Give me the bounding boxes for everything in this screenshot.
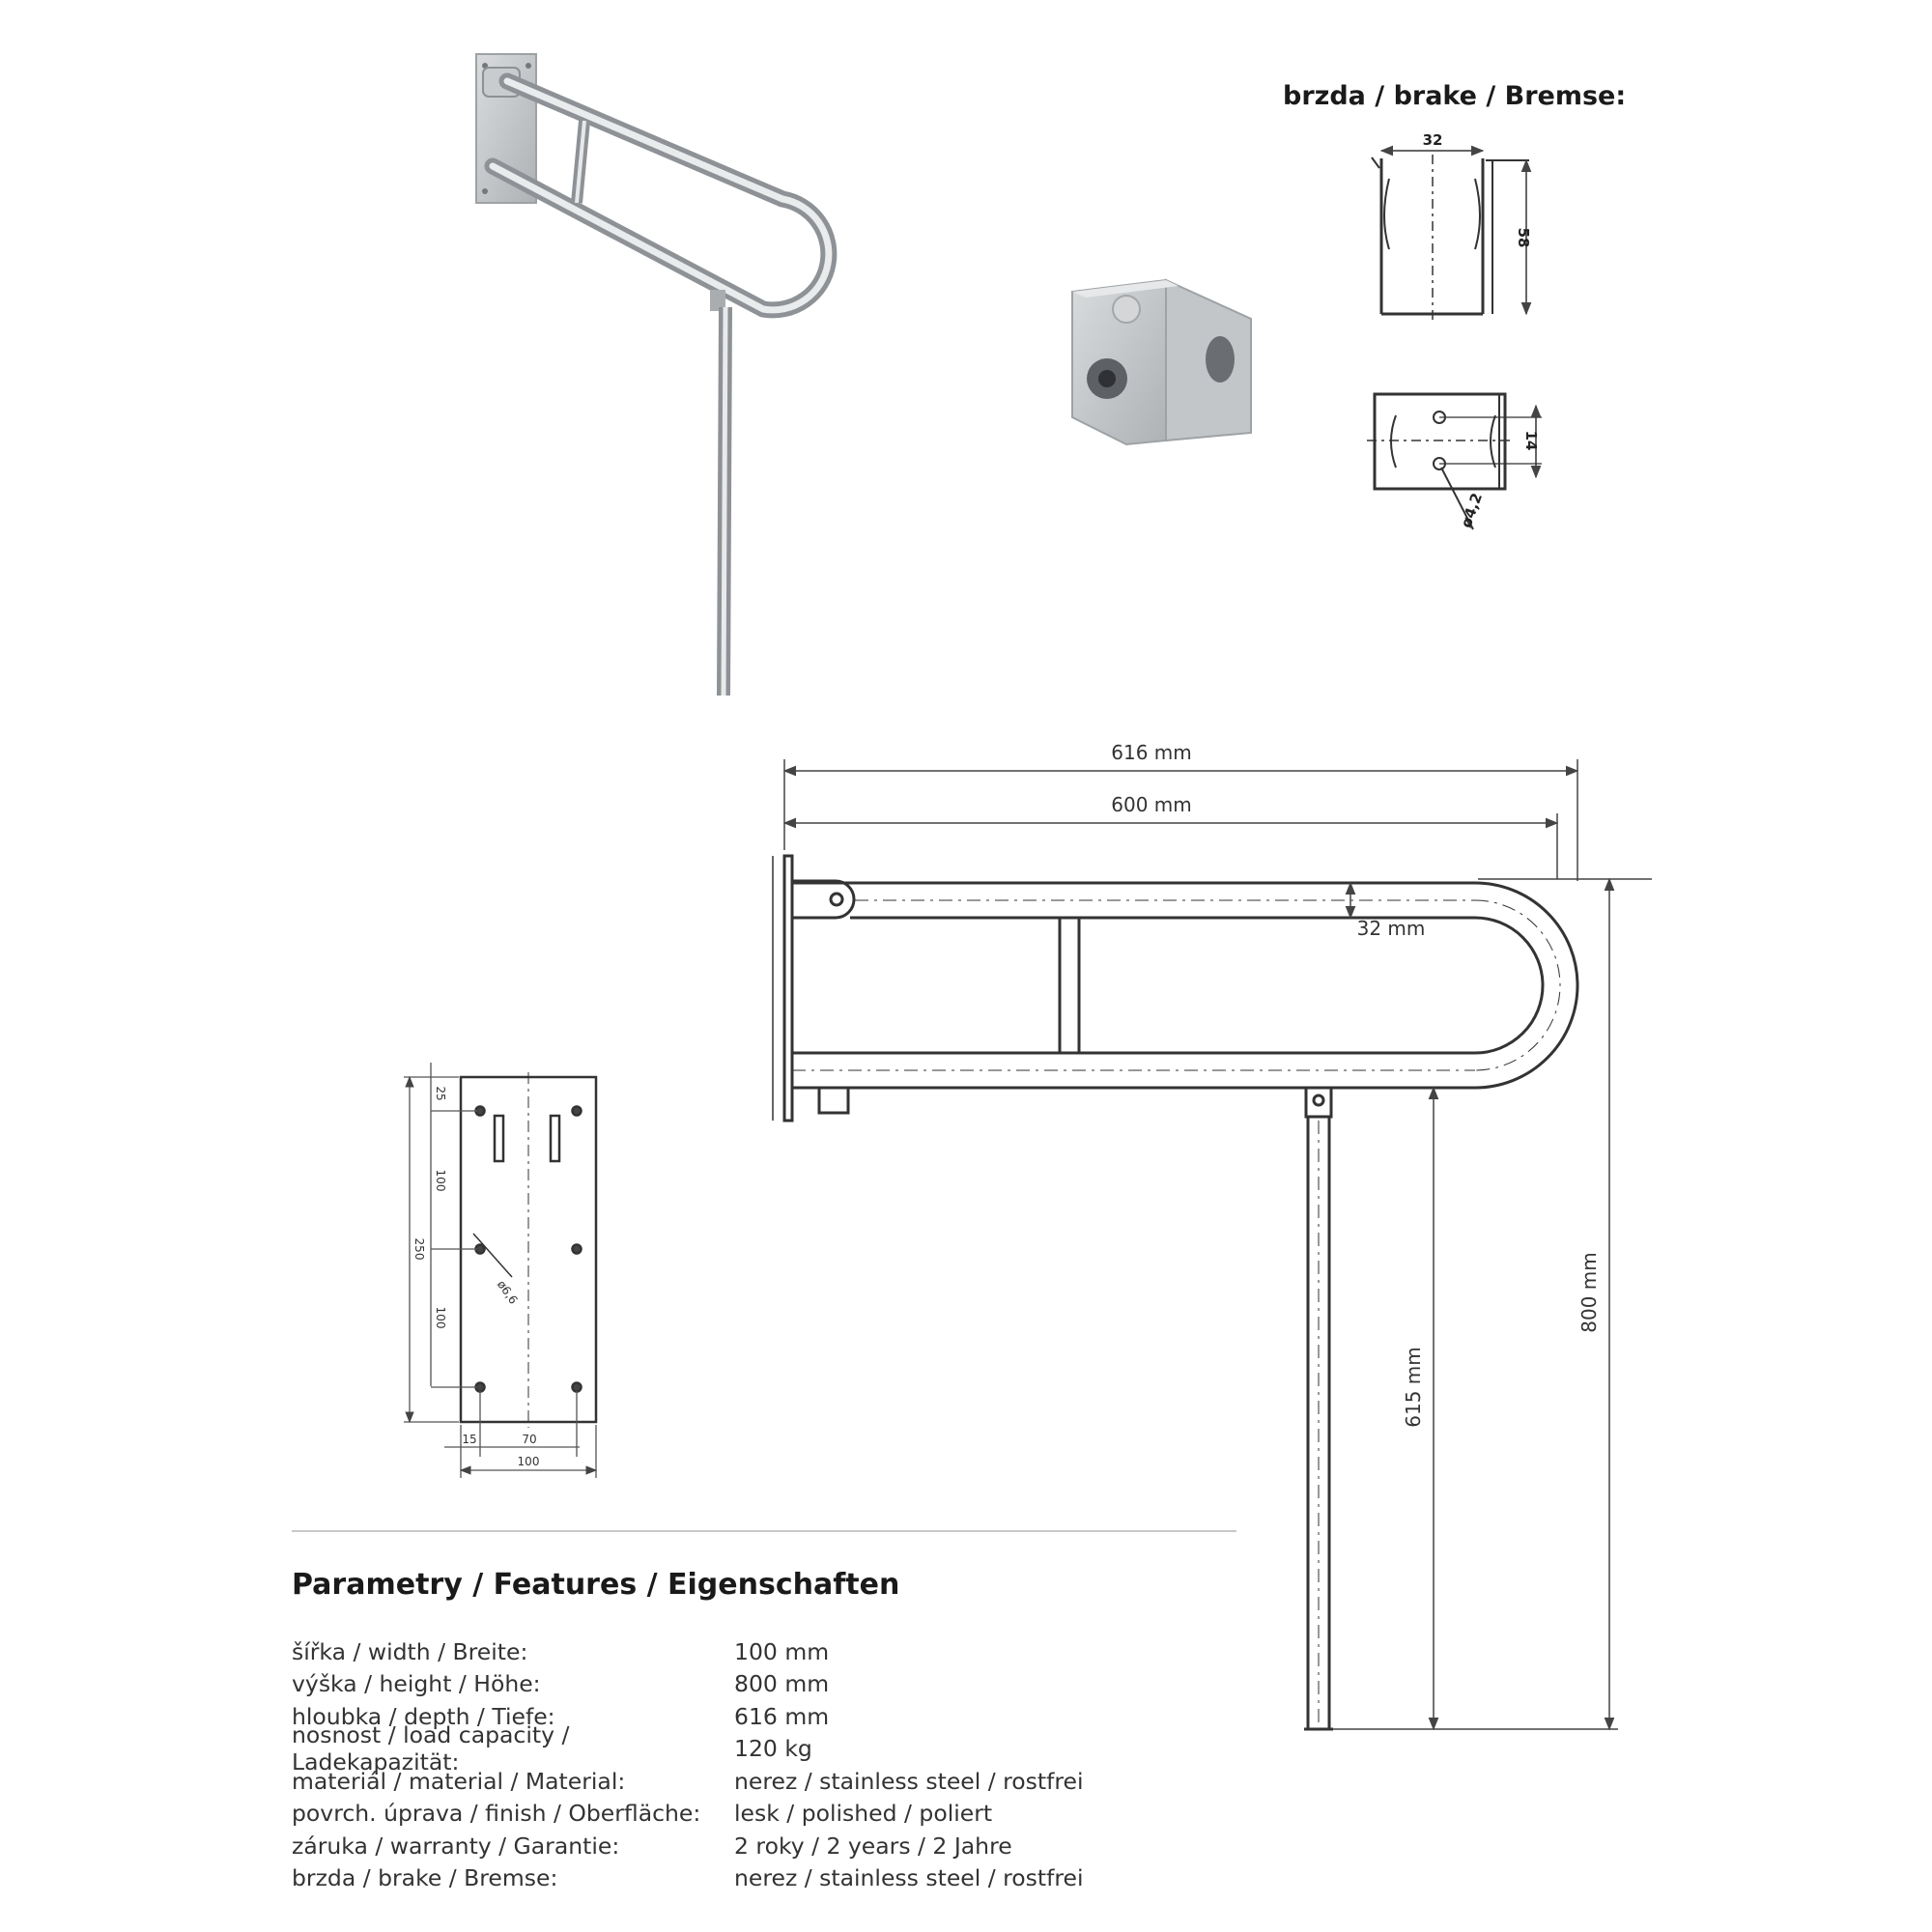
plate-total-height-dim: 250 (412, 1238, 426, 1261)
wall-plate-dimension-lines (404, 1063, 598, 1478)
spec-value: lesk / polished / poliert (734, 1800, 993, 1828)
spec-value: 800 mm (734, 1670, 830, 1698)
brake-front-view (1371, 145, 1532, 321)
rail-length-dim: 600 mm (1111, 793, 1192, 816)
spec-label: výška / height / Höhe: (292, 1670, 541, 1698)
plate-top-offset-dim: 25 (434, 1086, 447, 1100)
plate-hole-dim: ø6,6 (495, 1278, 521, 1307)
brake-heading: brzda / brake / Bremse: (1283, 81, 1627, 111)
spec-value: nerez / stainless steel / rostfrei (734, 1864, 1084, 1892)
spec-row: hloubka / depth / Tiefe: 616 mm (292, 1700, 1084, 1733)
leg-height-dim: 615 mm (1402, 1347, 1425, 1428)
plate-upper-pitch-dim: 100 (434, 1170, 447, 1192)
spec-row: povrch. úprava / finish / Oberfläche: le… (292, 1798, 1084, 1831)
brake-side-view (1367, 392, 1542, 530)
spec-value: 2 roky / 2 years / 2 Jahre (734, 1832, 1012, 1860)
brake-spacing-dim: 14 (1522, 431, 1540, 451)
rail-dimension-lines (782, 759, 1652, 1731)
brake-bracket-photo (1071, 278, 1252, 446)
wall-plate-view (459, 1072, 598, 1428)
spec-value: 616 mm (734, 1702, 830, 1730)
rail-side-view (772, 854, 1579, 1731)
spec-value: 100 mm (734, 1637, 830, 1665)
spec-label: brzda / brake / Bremse: (292, 1864, 558, 1892)
spec-label: šířka / width / Breite: (292, 1637, 528, 1665)
spec-label: povrch. úprava / finish / Oberfläche: (292, 1800, 701, 1828)
spec-row: brzda / brake / Bremse: nerez / stainles… (292, 1862, 1084, 1895)
plate-hole-spacing-dim: 70 (522, 1433, 536, 1446)
tube-diameter-dim: 32 mm (1357, 917, 1426, 940)
brake-height-dim: 58 (1515, 228, 1532, 248)
features-table: šířka / width / Breite: 100 mm výška / h… (292, 1635, 1084, 1894)
spec-label: materiál / material / Material: (292, 1767, 626, 1795)
spec-row: nosnost / load capacity / Ladekapazität:… (292, 1721, 1084, 1776)
overall-depth-dim: 616 mm (1111, 741, 1192, 764)
brake-hole-dim: ø4,2 (1458, 491, 1487, 530)
spec-label: hloubka / depth / Tiefe: (292, 1702, 555, 1730)
grab-bar-photo (475, 53, 838, 696)
spec-value: nerez / stainless steel / rostfrei (734, 1767, 1084, 1795)
plate-total-width-dim: 100 (518, 1455, 540, 1468)
total-height-dim: 800 mm (1577, 1252, 1601, 1333)
spec-label: nosnost / load capacity / Ladekapazität: (292, 1721, 570, 1776)
plate-side-offset-dim: 15 (462, 1433, 476, 1446)
features-title: Parametry / Features / Eigenschaften (292, 1568, 900, 1602)
spec-value: 120 kg (734, 1735, 812, 1763)
plate-lower-pitch-dim: 100 (434, 1307, 447, 1329)
spec-row: záruka / warranty / Garantie: 2 roky / 2… (292, 1830, 1084, 1862)
spec-row: materiál / material / Material: nerez / … (292, 1765, 1084, 1798)
spec-row: šířka / width / Breite: 100 mm (292, 1635, 1084, 1668)
section-divider (292, 1530, 1236, 1532)
spec-label: záruka / warranty / Garantie: (292, 1832, 620, 1860)
spec-row: výška / height / Höhe: 800 mm (292, 1668, 1084, 1701)
brake-width-dim: 32 (1423, 131, 1443, 149)
